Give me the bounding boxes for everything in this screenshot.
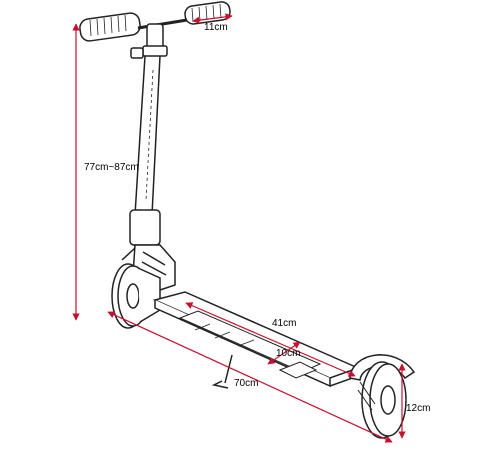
rear-wheel: [349, 354, 416, 439]
dim-deck-length-line: [185, 302, 356, 377]
total-length-label: 70cm: [234, 378, 259, 389]
kickstand: [211, 354, 233, 389]
dim-handlebar-line: [192, 13, 233, 24]
deck: [152, 291, 361, 388]
wheel-diameter-label: 12cm: [406, 403, 431, 414]
dim-total-length-line: [107, 311, 393, 443]
height-label: 77cm~87cm: [84, 162, 139, 173]
deck-width-label: 10cm: [276, 348, 301, 359]
steering-stem: [130, 23, 168, 216]
deck-length-label: 41cm: [272, 318, 297, 329]
dimension-lines: [72, 13, 406, 443]
handlebar-width-label: 11cm: [204, 22, 228, 33]
